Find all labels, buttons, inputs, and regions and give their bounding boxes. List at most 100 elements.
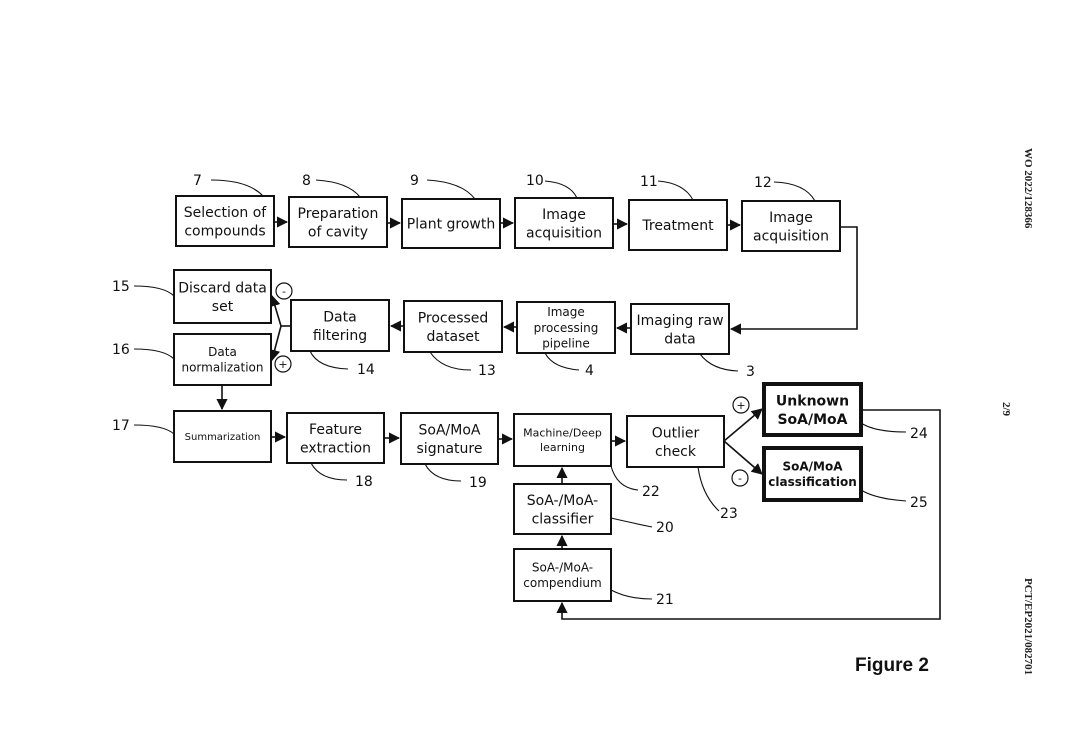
leader-line [426, 179, 476, 200]
process-box-15: Discard dataset [173, 269, 272, 324]
reference-number: 20 [656, 520, 674, 536]
reference-number: 24 [910, 426, 928, 442]
box-label-line: Summarization [185, 432, 261, 443]
reference-number: 3 [746, 364, 755, 380]
box-label-line: acquisition [753, 228, 829, 244]
box-frame [514, 197, 614, 249]
box-label-line: pipeline [542, 337, 590, 351]
box-frame [513, 413, 612, 467]
box-label-line: filtering [313, 328, 367, 344]
box-frame [288, 196, 388, 248]
box-frame [290, 299, 390, 352]
box-frame [173, 269, 272, 324]
reference-number: 8 [302, 173, 311, 189]
box-label-line: compendium [523, 576, 601, 590]
box-frame [175, 195, 275, 247]
box-label-line: Feature [309, 422, 362, 438]
process-box-19: SoA/MoA signature [400, 412, 499, 465]
leader-line [429, 351, 472, 371]
reference-number: 9 [410, 173, 419, 189]
box-label-line: Selection of [184, 205, 268, 221]
box-frame [513, 483, 612, 535]
leader-line [315, 179, 361, 198]
box-label-line: Outlier [652, 425, 700, 441]
box-frame [628, 199, 728, 251]
leader-line [610, 517, 653, 528]
box-label-line: SoA/MoA [782, 459, 843, 473]
leader-line [210, 179, 264, 197]
leader-line [133, 424, 175, 435]
box-frame [762, 382, 863, 437]
plus-sign-icon: + [732, 396, 750, 414]
box-label-line: signature [417, 441, 483, 457]
box-label-line: SoA-/MoA- [527, 493, 598, 509]
box-frame [762, 446, 863, 502]
box-label-line: dataset [427, 329, 480, 345]
box-label-line: learning [540, 441, 585, 454]
leader-line [309, 350, 349, 370]
process-box-7: Selection of compounds [175, 195, 275, 247]
box-frame [513, 548, 612, 602]
box-frame [626, 415, 725, 468]
process-box-20: SoA-/MoA-classifier [513, 483, 612, 535]
reference-number: 18 [355, 474, 373, 490]
box-frame [173, 410, 272, 463]
reference-number: 10 [526, 173, 544, 189]
sign-symbol: + [736, 399, 745, 412]
box-label-line: SoA/MoA [777, 412, 847, 428]
box-label-line: classification [768, 475, 856, 489]
page-number: 2/9 [1000, 402, 1012, 417]
leader-line [657, 180, 694, 201]
leader-line [699, 353, 739, 372]
process-box-9: Plant growth [401, 198, 501, 249]
leader-line [697, 466, 720, 512]
leader-line [133, 348, 175, 360]
process-box-25: SoA/MoA classification [762, 446, 863, 502]
box-label-line: classifier [532, 511, 594, 527]
leader-line [133, 285, 175, 297]
box-frame [403, 300, 503, 353]
leader-line [610, 465, 639, 491]
reference-number: 16 [112, 342, 130, 358]
box-label-line: check [655, 444, 697, 460]
reference-number: 19 [469, 475, 487, 491]
box-label-line: of cavity [308, 224, 368, 240]
leader-line [860, 422, 907, 433]
leader-line [610, 589, 653, 600]
box-label-line: SoA/MoA [419, 422, 481, 438]
box-label-line: acquisition [526, 225, 602, 241]
reference-number: 4 [585, 363, 594, 379]
box-frame [741, 200, 841, 252]
box-label-line: compounds [184, 223, 265, 239]
sign-symbol: - [282, 285, 286, 298]
leader-line [544, 180, 578, 199]
flow-arrow [723, 440, 763, 475]
box-frame [516, 301, 616, 354]
reference-number: 23 [720, 506, 738, 522]
figure-label: Figure 2 [855, 655, 929, 676]
box-label-line: Unknown [776, 393, 849, 409]
reference-number: 14 [357, 362, 375, 378]
box-label-line: set [212, 299, 234, 315]
box-label-line: Image [547, 305, 585, 319]
sign-symbol: - [738, 472, 742, 485]
box-label-line: Treatment [641, 218, 714, 234]
box-label-line: Machine/Deep [523, 427, 602, 440]
publication-number: WO 2022/128366 [1022, 148, 1034, 229]
reference-number: 12 [754, 175, 772, 191]
leader-line [544, 352, 580, 371]
flow-arrow [269, 325, 282, 362]
box-frame [630, 303, 730, 355]
sign-symbol: + [278, 358, 287, 371]
flow-arrow [723, 408, 763, 442]
